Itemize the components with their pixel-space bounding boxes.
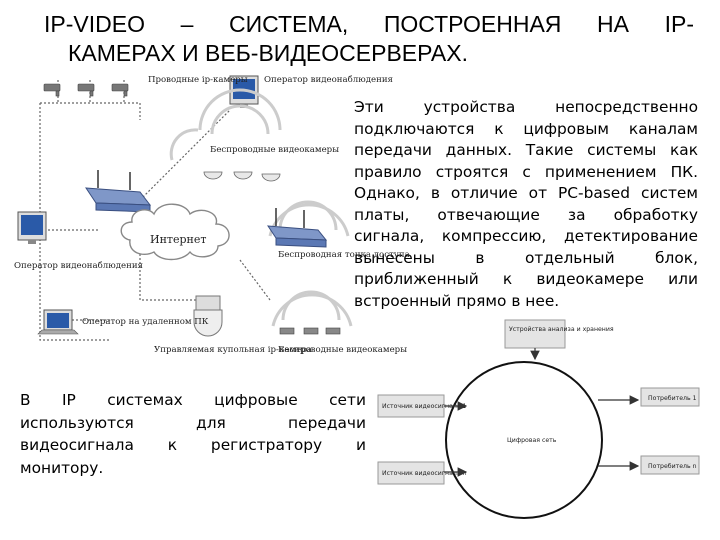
digital-network-circle	[445, 361, 603, 519]
title-line-2: КАМЕРАХ И ВЕБ-ВИДЕОСЕРВЕРАХ.	[68, 40, 468, 66]
source-n-box	[377, 461, 445, 485]
flow-diagram: Цифровая сеть Устройства анализа и хране…	[377, 319, 700, 519]
dome-camera-icon	[193, 295, 223, 337]
label-operator-left: Оператор видеонаблюдения	[14, 260, 143, 271]
wireless-camera-icons	[203, 171, 281, 182]
label-analytics: Устройства анализа и хранения	[509, 325, 614, 333]
wireless-camera-icons-bottom	[279, 327, 341, 335]
label-source-1: Источник видеосигнала 1	[382, 403, 467, 410]
router-icon	[85, 170, 152, 213]
label-consumer-n: Потребитель n	[648, 462, 697, 470]
wireless-signal-icons	[169, 88, 353, 327]
page-title: IP-VIDEO – СИСТЕМА, ПОСТРОЕННАЯ НА IP- К…	[44, 10, 694, 68]
label-wired-cameras: Проводные ip-камеры	[148, 75, 248, 85]
label-access-point: Беспроводная точка доступа	[278, 250, 410, 260]
monitor-icon	[17, 211, 47, 244]
label-operator-top: Оператор видеонаблюдения	[264, 74, 393, 85]
laptop-icon	[37, 309, 79, 335]
internet-cloud-icon	[120, 203, 230, 261]
camera-icon	[43, 83, 61, 97]
consumer-n-box	[640, 455, 700, 475]
consumer-1-box	[640, 387, 700, 407]
analytics-box	[504, 319, 566, 349]
wired-camera-icons	[43, 83, 129, 97]
flow-arrows	[444, 348, 640, 477]
network-wiring	[39, 80, 271, 341]
network-diagram: Проводные ip-камеры Оператор видеонаблюд…	[14, 74, 410, 355]
access-point-icon	[267, 208, 328, 248]
label-wireless-cameras-top: Беспроводные видеокамеры	[210, 145, 339, 155]
network-labels: Проводные ip-камеры Оператор видеонаблюд…	[14, 74, 410, 355]
camera-icon	[77, 83, 95, 97]
ip-systems-paragraph: В IP системах цифровые сети используются…	[20, 391, 366, 477]
label-wireless-cameras-bottom: Беспроводные видеокамеры	[278, 345, 407, 355]
label-source-n: Источник видеосигнала n	[382, 470, 467, 477]
title-line-1: IP-VIDEO – СИСТЕМА, ПОСТРОЕННАЯ НА IP-	[44, 11, 694, 37]
label-consumer-1: Потребитель 1	[648, 394, 697, 402]
camera-icon	[111, 83, 129, 97]
label-network: Цифровая сеть	[507, 437, 557, 444]
label-dome-camera: Управляемая купольная ip-камера	[154, 345, 312, 355]
label-internet: Интернет	[150, 233, 207, 246]
description-paragraph: Эти устройства непосредственно подключаю…	[354, 98, 698, 310]
label-remote-operator: Оператор на удаленном ПК	[82, 317, 209, 327]
